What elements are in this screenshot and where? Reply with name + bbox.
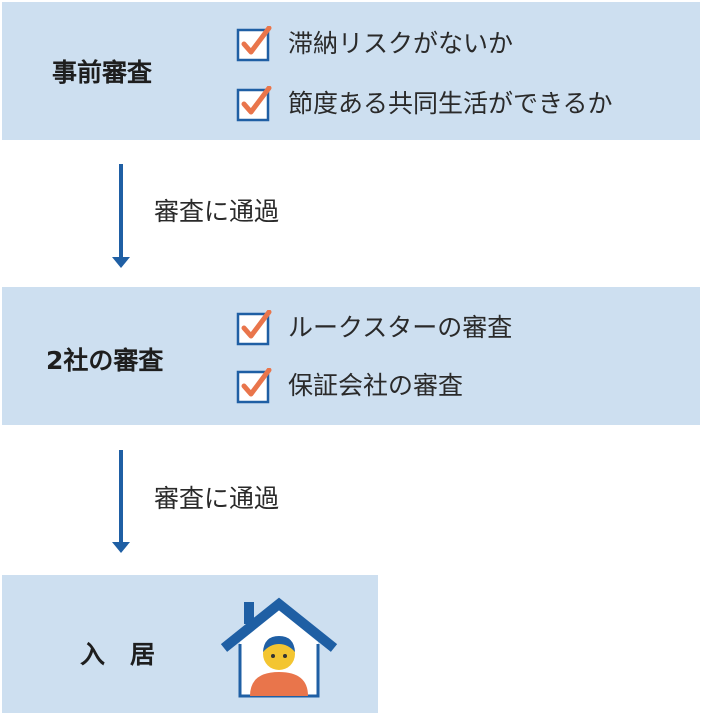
checkbox-check-icon bbox=[236, 86, 272, 122]
transition-label-2: 審査に通過 bbox=[154, 484, 280, 513]
arrow-shaft bbox=[119, 450, 123, 543]
transition-label-1: 審査に通過 bbox=[154, 197, 280, 226]
step-box-two-company-screening bbox=[2, 287, 700, 425]
check-label-payment-risk: 滞納リスクがないか bbox=[288, 29, 514, 58]
house-person-icon bbox=[218, 596, 340, 698]
step-title-move-in: 入 居 bbox=[80, 640, 156, 669]
check-item-rookstar-screening: ルークスターの審査 bbox=[236, 310, 512, 346]
checkbox-check-icon bbox=[236, 310, 272, 346]
checkbox-check-icon bbox=[236, 368, 272, 404]
arrow-down-icon bbox=[112, 542, 130, 553]
step-title-pre-screening: 事前審査 bbox=[52, 58, 153, 87]
step-title-two-company-screening: 2社の審査 bbox=[46, 346, 164, 375]
step-box-pre-screening bbox=[2, 2, 700, 140]
check-item-payment-risk: 滞納リスクがないか bbox=[236, 26, 513, 62]
arrow-down-icon bbox=[112, 257, 130, 268]
check-label-guarantor-screening: 保証会社の審査 bbox=[288, 371, 464, 400]
check-label-shared-living: 節度ある共同生活ができるか bbox=[288, 89, 613, 118]
arrow-shaft bbox=[119, 164, 123, 258]
check-item-shared-living: 節度ある共同生活ができるか bbox=[236, 86, 613, 122]
check-item-guarantor-screening: 保証会社の審査 bbox=[236, 368, 463, 404]
checkbox-check-icon bbox=[236, 26, 272, 62]
check-label-rookstar-screening: ルークスターの審査 bbox=[288, 313, 513, 342]
